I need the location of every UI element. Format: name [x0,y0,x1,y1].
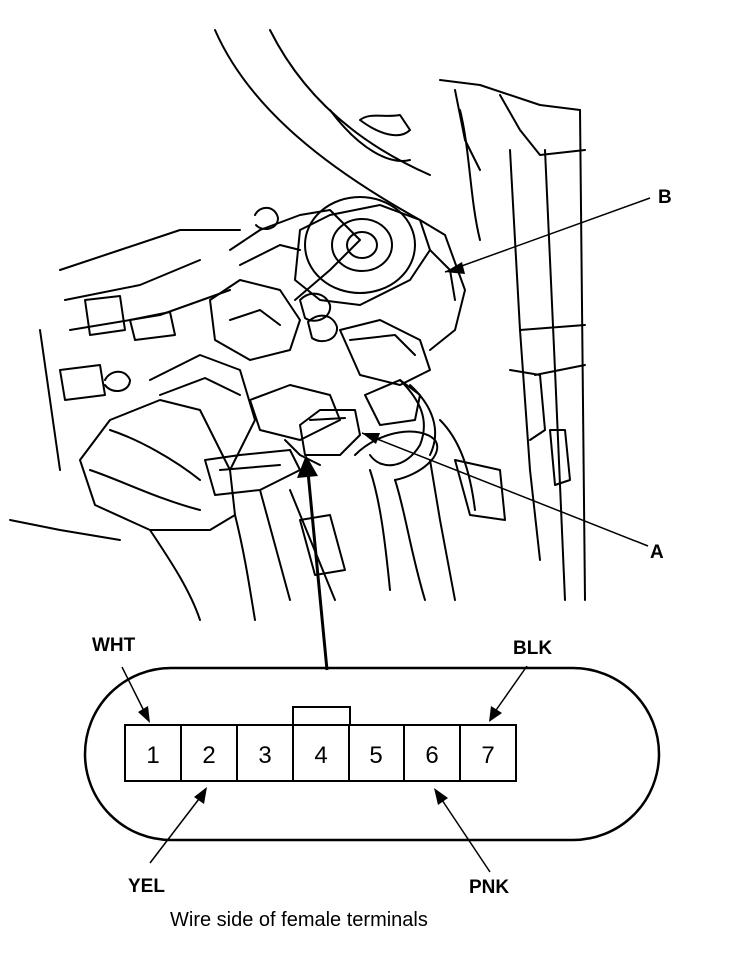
terminal-7: 7 [481,742,494,769]
callout-a-label: A [650,542,664,563]
connector-outline [83,666,661,842]
callout-b: B [444,187,672,274]
terminal-strip [124,724,517,782]
view-arrow [297,455,329,671]
diagram-caption: Wire side of female terminals [170,909,428,931]
terminal-4: 4 [314,742,327,769]
wire-label-pnk: PNK [434,788,509,898]
connector-face-view: 1 2 3 4 5 6 7 WHT BLK YEL [83,635,661,898]
terminal-6: 6 [425,742,438,769]
wire-label-yel: YEL [128,787,207,897]
wire-color-pnk: PNK [469,877,509,898]
wire-color-blk: BLK [513,638,552,659]
callout-a: A [361,432,664,563]
terminal-5: 5 [369,742,382,769]
wire-label-wht: WHT [92,635,150,723]
terminal-3: 3 [258,742,271,769]
terminal-1: 1 [146,742,159,769]
steering-column-illustration [9,29,586,621]
wire-color-wht: WHT [92,635,136,656]
wire-color-yel: YEL [128,876,165,897]
callout-b-label: B [658,187,672,208]
terminal-2: 2 [202,742,215,769]
wire-label-blk: BLK [489,638,552,722]
connector-lock-tab [292,706,351,726]
